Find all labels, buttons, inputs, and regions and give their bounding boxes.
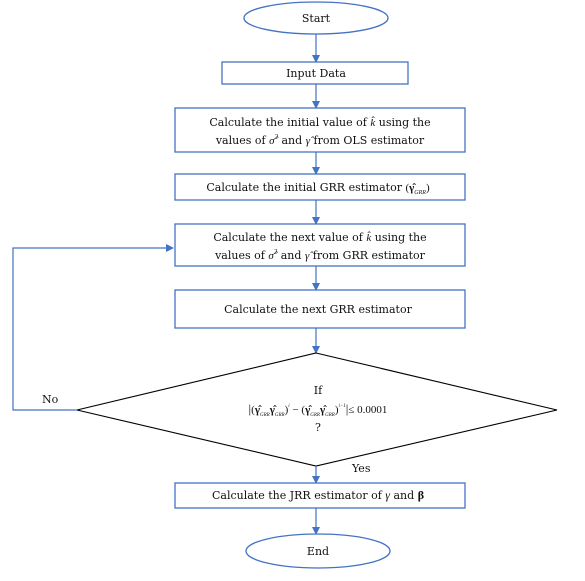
next-k-node: Calculate the next value of k̂ using the…	[174, 223, 466, 267]
decision-node: If |(γ̂GRRγ̂GRR)i − (γ̂GRRγ̂GRR)i−1|≤ 0.…	[76, 352, 558, 467]
next-grr-node: Calculate the next GRR estimator	[174, 289, 466, 329]
jrr-node: Calculate the JRR estimator of γ and β	[174, 482, 466, 509]
next-grr-label: Calculate the next GRR estimator	[224, 303, 412, 316]
jrr-label: Calculate the JRR estimator of γ and β	[212, 488, 424, 502]
start-node: Start	[243, 1, 389, 35]
next-k-line2: values of σ̂2 and γ̂ from GRR estimator	[214, 248, 426, 262]
yes-label: Yes	[351, 462, 371, 475]
decision-question-mark: ?	[315, 421, 321, 434]
input-data-node: Input Data	[221, 61, 409, 85]
start-label: Start	[302, 12, 331, 25]
initial-k-line1: Calculate the initial value of k̂ using …	[209, 116, 430, 129]
no-label: No	[42, 393, 59, 406]
next-k-line1: Calculate the next value of k̂ using the	[213, 231, 426, 244]
initial-k-line2: values of σ̂2 and γ̂ from OLS estimator	[215, 133, 425, 147]
decision-formula: |(γ̂GRRγ̂GRR)i − (γ̂GRRγ̂GRR)i−1|≤ 0.000…	[249, 401, 388, 418]
initial-grr-node: Calculate the initial GRR estimator (γ̂G…	[174, 173, 466, 201]
initial-k-node: Calculate the initial value of k̂ using …	[174, 107, 466, 153]
arrow-no-loop-back	[12, 244, 174, 411]
end-label: End	[307, 545, 329, 558]
end-node: End	[245, 533, 391, 569]
initial-grr-label: Calculate the initial GRR estimator (γ̂G…	[206, 181, 430, 196]
decision-if-label: If	[314, 384, 323, 397]
input-data-label: Input Data	[286, 67, 346, 80]
